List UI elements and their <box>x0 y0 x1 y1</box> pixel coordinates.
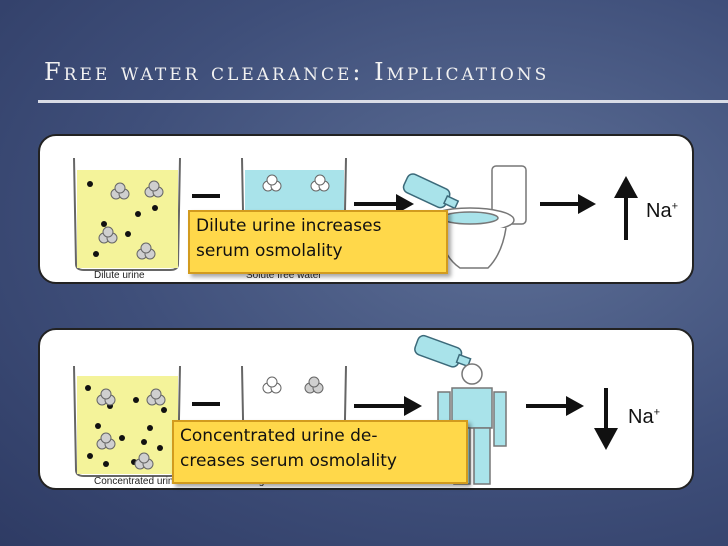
sodium-label: Na+ <box>628 406 661 428</box>
concentrated-urine-caption: Concentrated urine <box>94 476 180 487</box>
urine-beaker-icon <box>73 157 181 271</box>
callout-line: creases serum osmolality <box>180 451 397 471</box>
concentrated-urine-callout: Concentrated urine de- creases serum osm… <box>172 420 468 484</box>
bottle-icon <box>414 334 472 368</box>
decrease-arrow-icon <box>594 388 618 450</box>
minus-icon <box>192 402 220 406</box>
slide-title: Free water clearance: Implications <box>44 58 550 86</box>
callout-line: serum osmolality <box>196 241 343 261</box>
increase-arrow-icon <box>614 176 638 240</box>
callout-line: Concentrated urine de- <box>180 426 378 446</box>
sodium-label: Na+ <box>646 200 679 222</box>
dilute-urine-callout: Dilute urine increases serum osmolality <box>188 210 448 274</box>
concentrated-urine-diagram <box>73 334 618 485</box>
minus-icon <box>192 194 220 198</box>
title-underline <box>38 100 728 103</box>
urine-beaker-icon <box>73 365 181 477</box>
solute-free-water-caption: Solute free water <box>246 270 322 281</box>
bottle-icon <box>402 173 460 210</box>
dilute-urine-caption: Dilute urine <box>94 270 145 281</box>
callout-line: Dilute urine increases <box>196 216 382 236</box>
toilet-icon <box>425 165 527 269</box>
